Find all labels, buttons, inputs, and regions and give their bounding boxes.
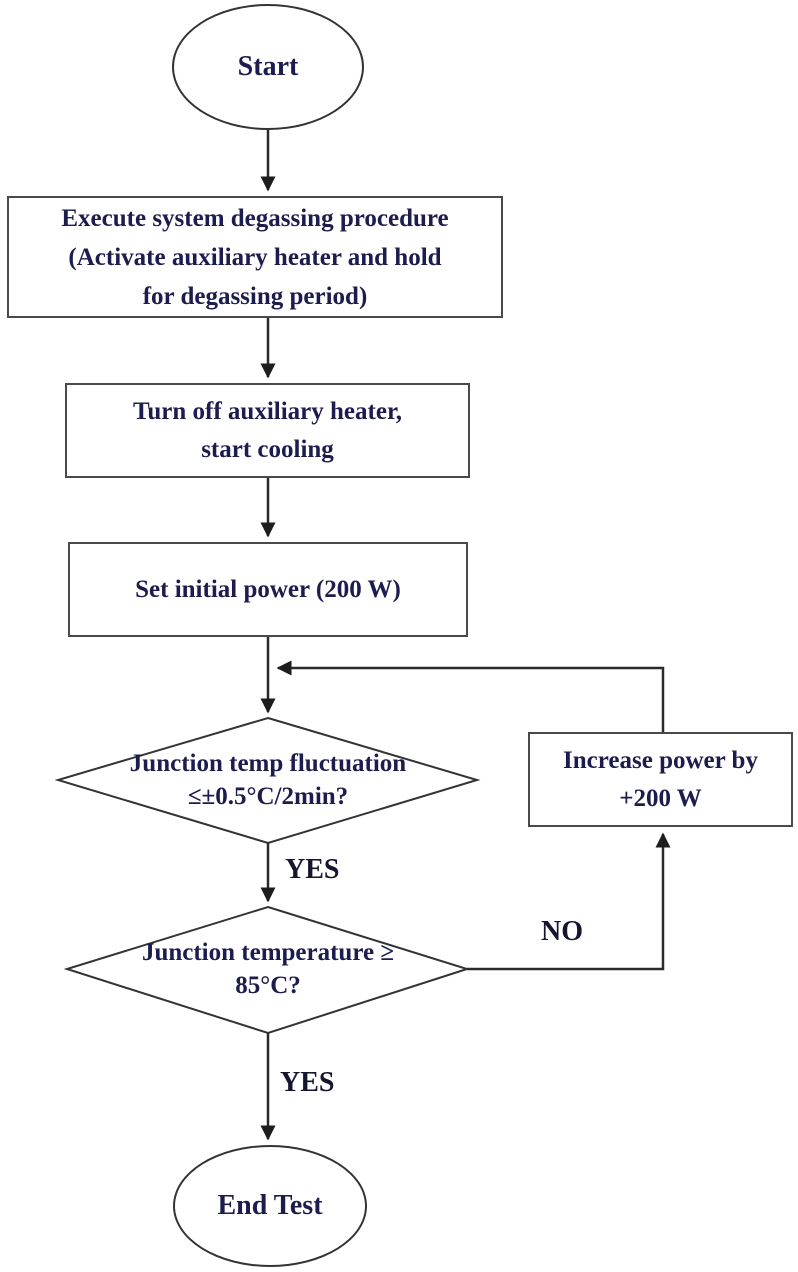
node-end-test: End Test xyxy=(173,1145,367,1267)
node-fluctuation-decision: Junction temp fluctuation ≤±0.5°C/2min? xyxy=(78,744,458,816)
cooling-line-1: Turn off auxiliary heater, xyxy=(133,397,402,425)
node-turn-off-heater: Turn off auxiliary heater, start cooling xyxy=(65,383,470,478)
degas-line-2: (Activate auxiliary heater and hold xyxy=(68,243,442,271)
increase-line-2: +200 W xyxy=(619,784,702,812)
start-label: Start xyxy=(237,51,299,82)
edge-label-fluct-yes: YES xyxy=(285,854,340,885)
node-degassing-procedure: Execute system degassing procedure (Acti… xyxy=(7,196,503,318)
degas-line-1: Execute system degassing procedure xyxy=(61,204,449,232)
node-start: Start xyxy=(172,4,364,130)
temp-line-2: 85°C? xyxy=(235,972,301,999)
node-increase-power: Increase power by +200 W xyxy=(528,732,793,827)
arrow-temp-no-to-increase xyxy=(467,832,671,971)
increase-line-1: Increase power by xyxy=(563,746,758,774)
fluct-line-1: Junction temp fluctuation xyxy=(129,750,407,777)
node-temperature-decision: Junction temperature ≥ 85°C? xyxy=(78,933,458,1005)
arrow-increase-feedback-loop xyxy=(276,660,665,732)
fluct-line-2: ≤±0.5°C/2min? xyxy=(187,783,349,810)
degas-line-3: for degassing period) xyxy=(142,282,368,310)
node-set-initial-power: Set initial power (200 W) xyxy=(68,542,468,637)
end-label: End Test xyxy=(217,1190,323,1221)
setpower-line-1: Set initial power (200 W) xyxy=(135,575,401,603)
edge-label-temp-no: NO xyxy=(541,916,583,947)
temp-line-1: Junction temperature ≥ xyxy=(141,939,395,966)
cooling-line-2: start cooling xyxy=(201,435,334,463)
edge-label-temp-yes: YES xyxy=(280,1067,335,1098)
